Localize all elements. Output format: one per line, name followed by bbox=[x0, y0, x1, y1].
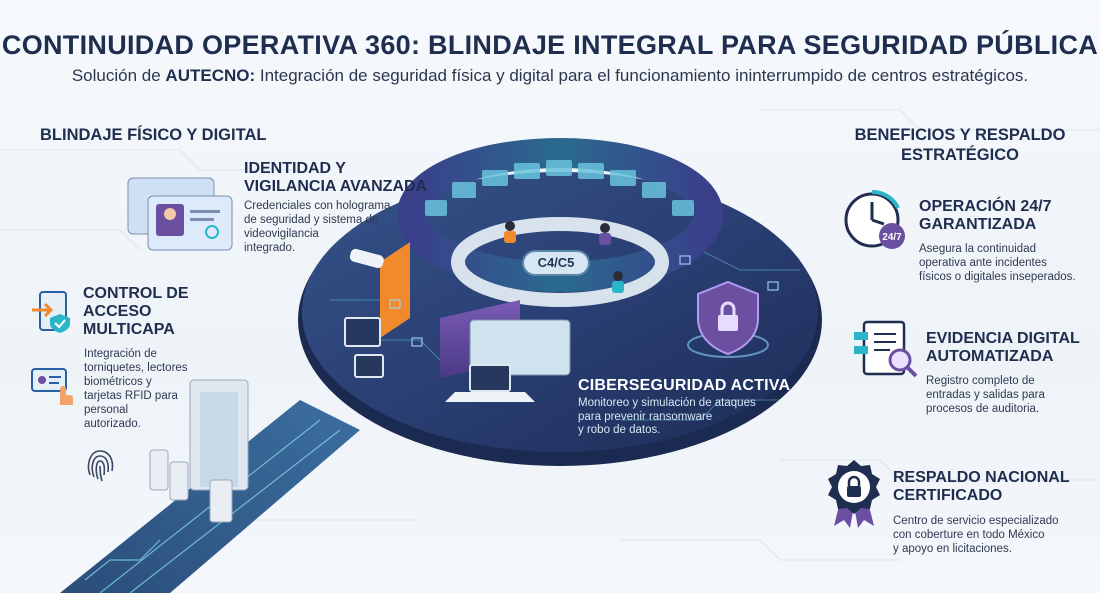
access-control-title: CONTROL DE ACCESO MULTICAPA bbox=[83, 285, 188, 339]
desc-line: y apoyo en licitaciones. bbox=[893, 543, 1012, 555]
subtitle-brand: AUTECNO: bbox=[165, 66, 256, 85]
identity-description: Credenciales con holograma de seguridad … bbox=[244, 199, 390, 255]
ops-title-line: GARANTIZADA bbox=[919, 216, 1037, 233]
access-title-line: CONTROL DE bbox=[83, 285, 189, 302]
heading-line: BENEFICIOS Y RESPALDO bbox=[854, 126, 1066, 144]
purple-module bbox=[440, 300, 520, 378]
desc-line: personal bbox=[84, 404, 129, 416]
desc-line: Asegura la continuidad bbox=[919, 243, 1036, 255]
desc-line: con coberture en todo México bbox=[893, 529, 1045, 541]
id-credential-cards bbox=[127, 177, 233, 251]
document-search-icon bbox=[854, 320, 918, 378]
desc-line: Registro completo de bbox=[926, 375, 1035, 387]
national-backing-title: RESPALDO NACIONAL CERTIFICADO bbox=[893, 469, 1070, 505]
orange-panel bbox=[380, 242, 410, 338]
desc-line: Monitoreo y simulación de ataques bbox=[578, 397, 756, 409]
desc-line: procesos de auditoria. bbox=[926, 403, 1040, 415]
desc-line: operativa ante incidentes bbox=[919, 257, 1047, 269]
desc-line: para prevenir ransomware bbox=[578, 410, 713, 423]
desc-line: biométricos y bbox=[84, 376, 152, 388]
monitor bbox=[354, 354, 384, 378]
ops-title-line: OPERACIÓN 24/7 bbox=[919, 198, 1052, 215]
clock-24-7-icon: 24/7 bbox=[844, 189, 905, 249]
desc-line: físicos o digitales inseperados. bbox=[919, 271, 1076, 283]
security-camera bbox=[349, 248, 510, 345]
desc-line: de seguridad y sistema de bbox=[244, 214, 379, 226]
c4-c5-hub-label: C4/C5 bbox=[522, 250, 590, 276]
desc-line: Credenciales con holograma bbox=[244, 200, 391, 212]
identity-title-line: IDENTIDAD Y bbox=[244, 160, 346, 177]
desc-line: Integración de bbox=[84, 348, 157, 360]
page-subtitle: Solución de AUTECNO: Integración de segu… bbox=[0, 66, 1100, 86]
access-control-description: Integración de torniquetes, lectores bio… bbox=[84, 347, 188, 431]
left-section-heading: BLINDAJE FÍSICO Y DIGITAL bbox=[40, 126, 267, 144]
certified-badge-icon bbox=[828, 460, 880, 528]
national-backing-description: Centro de servicio especializado con cob… bbox=[893, 514, 1059, 556]
page-title: CONTINUIDAD OPERATIVA 360: BLINDAJE INTE… bbox=[1, 30, 1099, 60]
evidence-title: EVIDENCIA DIGITAL AUTOMATIZADA bbox=[926, 330, 1080, 366]
national-title-line: CERTIFICADO bbox=[893, 487, 1003, 504]
monitor bbox=[344, 317, 381, 347]
shield-lock-icon bbox=[687, 280, 769, 358]
evidence-description: Registro completo de entradas y salidas … bbox=[926, 374, 1045, 416]
clock-badge-text: 24/7 bbox=[882, 232, 902, 243]
desc-line: autorizado. bbox=[84, 418, 141, 430]
door-access-icon bbox=[32, 291, 70, 333]
desc-line: videovigilancia bbox=[244, 228, 319, 240]
heading-line: ESTRATÉGICO bbox=[901, 146, 1019, 164]
identity-title-line: VIGILANCIA AVANZADA bbox=[244, 178, 428, 195]
cybersecurity-description: Monitoreo y simulación de ataques para p… bbox=[578, 397, 756, 438]
desc-line: tarjetas RFID para bbox=[84, 390, 178, 402]
id-card-tap-icon bbox=[31, 368, 73, 405]
desc-line: y robo de datos. bbox=[578, 424, 661, 436]
subtitle-prefix: Solución de bbox=[71, 66, 166, 85]
desc-line: entradas y salidas para bbox=[926, 389, 1045, 401]
desc-line: integrado. bbox=[244, 242, 296, 254]
desc-line: Centro de servicio especializado bbox=[893, 515, 1059, 527]
identity-title: IDENTIDAD Y VIGILANCIA AVANZADA bbox=[244, 160, 427, 196]
subtitle-rest: Integración de seguridad física y digita… bbox=[255, 66, 1029, 85]
operation-title: OPERACIÓN 24/7 GARANTIZADA bbox=[919, 198, 1051, 234]
fingerprint-icon bbox=[87, 450, 114, 482]
access-title-line: MULTICAPA bbox=[83, 321, 175, 338]
national-title-line: RESPALDO NACIONAL bbox=[893, 469, 1070, 486]
desc-line: torniquetes, lectores bbox=[84, 362, 188, 374]
operation-description: Asegura la continuidad operativa ante in… bbox=[919, 242, 1076, 284]
evidence-title-line: EVIDENCIA DIGITAL bbox=[926, 330, 1080, 347]
cybersecurity-title: CIBERSEGURIDAD ACTIVA bbox=[578, 377, 791, 394]
access-title-line: ACCESO bbox=[83, 303, 152, 320]
right-section-heading: BENEFICIOS Y RESPALDO ESTRATÉGICO bbox=[850, 125, 1070, 165]
workstation-screen bbox=[469, 319, 571, 376]
evidence-title-line: AUTOMATIZADA bbox=[926, 348, 1054, 365]
laptop bbox=[445, 364, 535, 402]
